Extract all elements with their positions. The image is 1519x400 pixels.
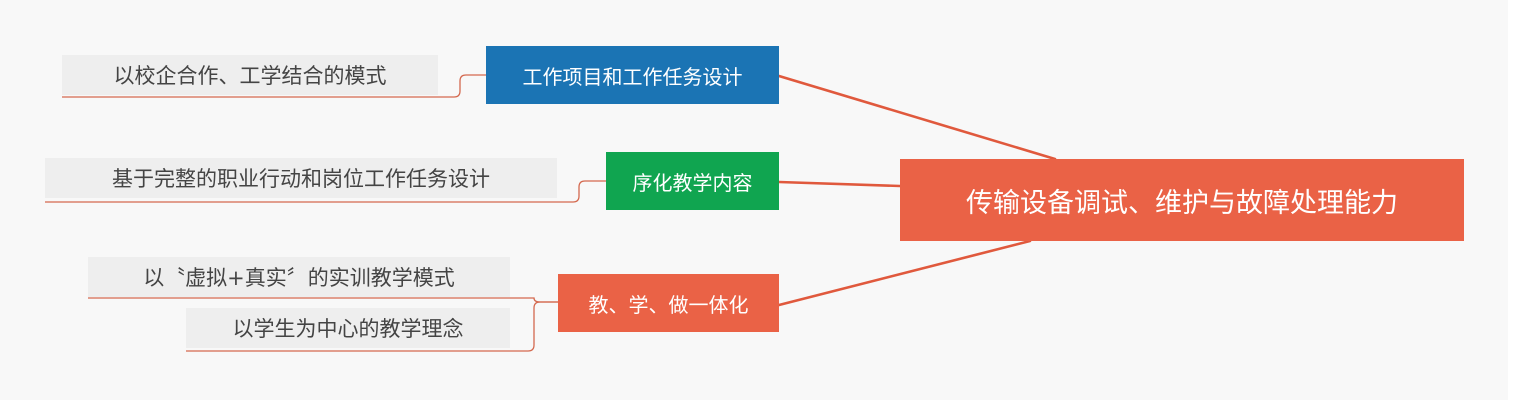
branch-1-link-leaf-1 [62,74,486,98]
branch-3-link-leaf-1 [88,297,558,303]
root-topic[interactable]: 传输设备调试、维护与故障处理能力 [900,159,1464,241]
root-link-branch-1 [777,74,1057,161]
root-link-branch-3 [777,239,1032,307]
branch-3-link-leaf-2 [186,301,558,352]
branch-topic-2[interactable]: 序化教学内容 [606,152,779,210]
subtopic-3-1[interactable]: 以〝虚拟+真实〞的实训教学模式 [88,257,510,297]
subtopic-2-1[interactable]: 基于完整的职业行动和岗位工作任务设计 [45,158,557,198]
root-link-branch-2 [777,180,902,188]
branch-topic-1[interactable]: 工作项目和工作任务设计 [486,46,779,104]
branch-2-link-leaf-1 [45,180,606,203]
subtopic-1-1[interactable]: 以校企合作、工学结合的模式 [62,55,438,95]
subtopic-3-2[interactable]: 以学生为中心的教学理念 [186,308,510,348]
branch-topic-3[interactable]: 教、学、做一体化 [558,274,779,332]
